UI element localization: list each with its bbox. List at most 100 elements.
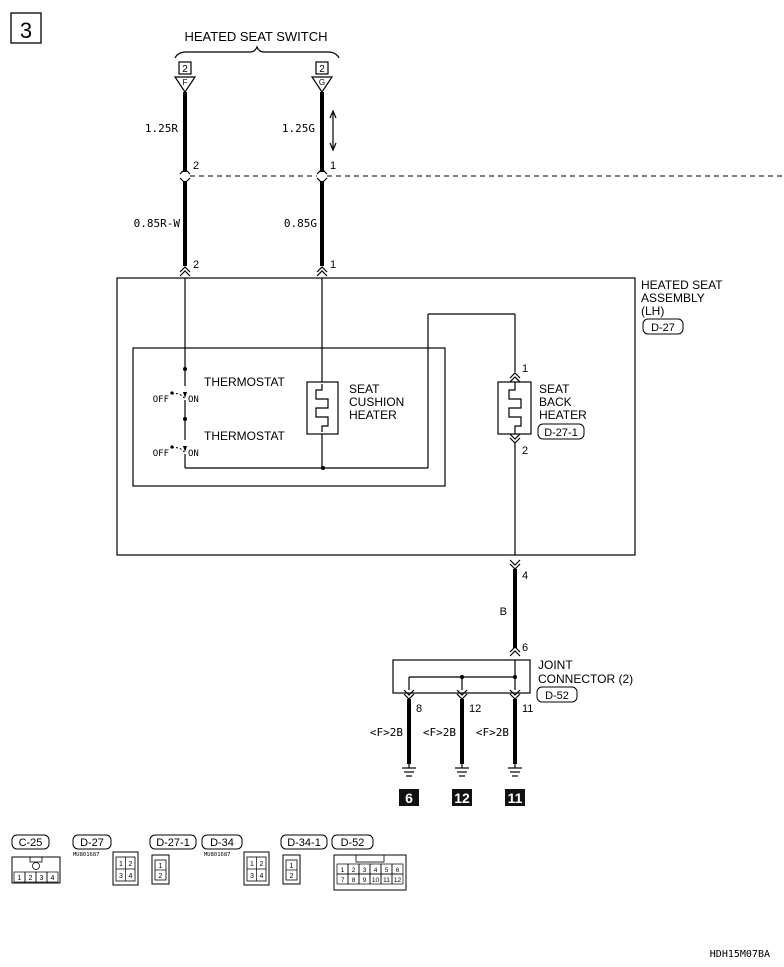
wire-label-left-upper: 1.25R <box>145 122 178 135</box>
joint-connector-badge <box>536 686 578 703</box>
legend-d271-cell-1: 1 <box>159 863 163 870</box>
junction-connector: 2 1 <box>179 160 784 184</box>
back-heater-line-3: HEATER <box>539 408 587 422</box>
back-heater-connector-label: D-27-1 <box>544 427 578 439</box>
ground-lead-3 <box>508 689 522 777</box>
legend-d52-cell-9: 9 <box>363 877 367 884</box>
legend-d52-label: D-52 <box>341 837 365 849</box>
assembly-pin-left: 2 <box>193 259 199 271</box>
ground-lead-label-3: <F>2B <box>476 726 509 739</box>
page-number-box <box>10 12 42 44</box>
back-heater-chevron-top <box>509 372 521 383</box>
joint-pin-3: 11 <box>522 703 533 715</box>
ground-pin-top: 4 <box>522 570 528 582</box>
ground-lead-1 <box>402 689 416 777</box>
double-arrow-icon <box>329 109 337 152</box>
joint-connector-bus <box>408 660 517 690</box>
page-number: 3 <box>20 18 32 43</box>
assembly-title-1: HEATED SEAT <box>641 278 723 292</box>
legend-c25-cells: 1 2 3 4 <box>13 871 59 883</box>
ground-pin-bottom: 6 <box>522 642 528 654</box>
back-heater-line-2: BACK <box>539 395 572 409</box>
ground-chevron-top <box>509 559 521 570</box>
legend-d34-label: D-34 <box>210 837 234 849</box>
legend-d52-cell-3: 3 <box>363 867 367 874</box>
ground-point-2: 12 <box>452 789 472 806</box>
switch-pin-right-letter: G <box>319 78 325 87</box>
switch-pin-left: 2 F <box>173 61 197 94</box>
ground-point-1-label: 6 <box>405 790 413 806</box>
joint-connector-line-1: JOINT <box>538 658 573 672</box>
legend-c25-cell-4: 4 <box>51 875 55 882</box>
wire-label-right-upper: 1.25G <box>282 122 315 135</box>
assembly-connector-badge <box>642 318 684 335</box>
legend-d52-cell-12: 12 <box>394 877 402 884</box>
thermostat-1-off: OFF <box>153 395 169 405</box>
legend-d34-part: MU801687 <box>204 852 231 858</box>
legend-d341-cell-1: 1 <box>290 863 294 870</box>
thermostat-2-off: OFF <box>153 449 169 459</box>
legend-d52-cell-7: 7 <box>341 877 345 884</box>
ground-point-3: 11 <box>505 789 525 806</box>
ground-point-2-label: 12 <box>454 790 470 806</box>
legend-d27-cell-3: 3 <box>119 873 123 880</box>
thermostat-2-label: THERMOSTAT <box>204 429 286 443</box>
legend-d52-cell-10: 10 <box>372 877 380 884</box>
thermostat-circuit <box>170 278 516 470</box>
seat-cushion-heater-icon <box>306 381 339 435</box>
back-heater-connector-badge <box>537 423 585 440</box>
legend-d27-cell-4: 4 <box>129 873 133 880</box>
cushion-subassembly-box <box>132 347 446 487</box>
legend-d52-cell-6: 6 <box>396 867 400 874</box>
junction-pin-top-right: 1 <box>330 160 336 172</box>
switch-pin-right-num: 2 <box>319 64 325 75</box>
diagram-code: HDH15M07BA <box>710 949 770 960</box>
cushion-heater-line-3: HEATER <box>349 408 397 422</box>
connector-legend: C-25 1 2 3 4 D-27 MU801687 1 2 3 4 D-27-… <box>11 834 407 891</box>
legend-d27-cell-2: 2 <box>129 861 133 868</box>
switch-pin-right: 2 G <box>310 61 334 94</box>
legend-d34-cell-1: 1 <box>250 861 254 868</box>
switch-pin-left-letter: F <box>183 78 188 87</box>
ground-point-1: 6 <box>399 789 419 806</box>
joint-connector-label: D-52 <box>545 690 569 702</box>
switch-bracket <box>174 45 340 59</box>
legend-c25-cell-3: 3 <box>40 875 44 882</box>
heated-seat-assembly-box <box>116 277 636 556</box>
assembly-title-3: (LH) <box>641 304 664 318</box>
legend-d34-cell-2: 2 <box>260 861 264 868</box>
legend-c25-cell-1: 1 <box>18 875 22 882</box>
legend-d271-cell-2: 2 <box>159 873 163 880</box>
legend-d52-cell-box <box>391 873 404 885</box>
back-heater-chevron-bottom <box>509 433 521 444</box>
ground-lead-2 <box>455 689 469 777</box>
back-heater-pin-bottom: 2 <box>522 445 528 457</box>
assembly-title-2: ASSEMBLY <box>641 291 705 305</box>
legend-d52-cell-5: 5 <box>385 867 389 874</box>
thermostat-1-label: THERMOSTAT <box>204 375 286 389</box>
legend-d52-cell-2: 2 <box>352 867 356 874</box>
switch-title: HEATED SEAT SWITCH <box>184 29 327 44</box>
legend-d52-cell-4: 4 <box>374 867 378 874</box>
legend-d27-cell-1: 1 <box>119 861 123 868</box>
thermostat-1-on: ON <box>188 395 199 405</box>
junction-pin-top-left: 2 <box>193 160 199 172</box>
joint-connector-line-2: CONNECTOR (2) <box>538 672 633 686</box>
legend-d341-label: D-34-1 <box>287 837 321 849</box>
joint-connector-box <box>392 659 531 694</box>
cushion-heater-line-2: CUSHION <box>349 395 404 409</box>
legend-d52-cell-8: 8 <box>352 877 356 884</box>
ground-chevron-bottom <box>509 646 521 657</box>
joint-pin-2: 12 <box>469 703 481 715</box>
entry-chevron-left <box>179 266 191 277</box>
legend-d34-cell-4: 4 <box>260 873 264 880</box>
legend-d52-cell-11: 11 <box>383 877 390 884</box>
legend-d27-part: MU801687 <box>73 852 100 858</box>
cushion-heater-line-1: SEAT <box>349 382 380 396</box>
thermostat-2-on: ON <box>188 449 199 459</box>
legend-d52-cell-1: 1 <box>341 867 345 874</box>
switch-pin-left-num: 2 <box>182 64 188 75</box>
legend-d27-label: D-27 <box>80 837 104 849</box>
